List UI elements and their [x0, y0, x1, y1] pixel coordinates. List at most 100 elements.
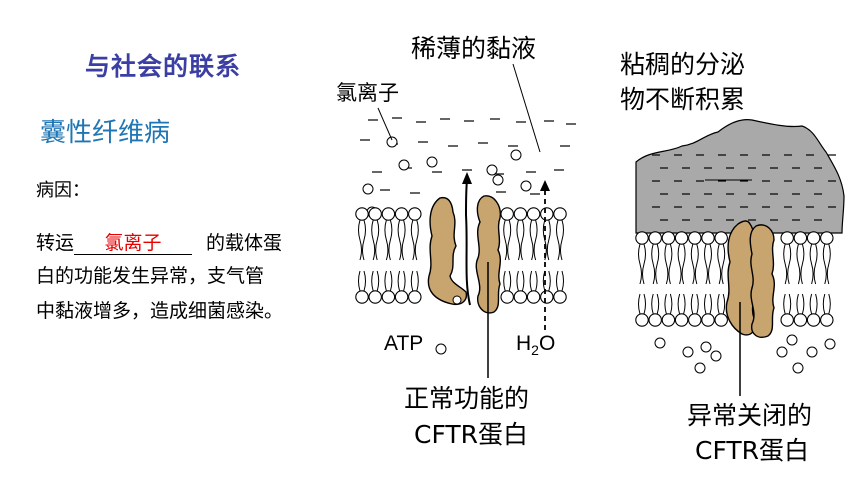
lipid-head	[381, 290, 396, 304]
chloride-ion	[435, 343, 447, 355]
membrane-right	[635, 231, 834, 327]
lipid-head	[674, 313, 689, 327]
lipid-tail	[717, 243, 726, 285]
lipid-tail	[677, 243, 686, 285]
lipid-tail	[704, 293, 712, 315]
lipid-tail	[822, 243, 831, 285]
abnormal-cftr-protein	[725, 220, 775, 338]
lipid-head	[793, 231, 808, 245]
membrane-left	[355, 207, 567, 304]
lipid-head	[661, 231, 676, 245]
lipid-tail	[516, 219, 525, 261]
lipid-tail	[651, 293, 660, 315]
cause-line-2: 白的功能发生异常，支气管	[36, 265, 265, 287]
lipid-tail	[358, 270, 366, 292]
thick-mucus-dashes	[652, 154, 836, 221]
cause-line-1: 转运氯离子的载体蛋	[36, 228, 282, 255]
chloride-ion	[700, 341, 712, 353]
lipid-head	[513, 290, 528, 304]
chloride-ion	[426, 156, 438, 168]
lipid-tail	[410, 270, 419, 292]
lipid-head	[394, 290, 409, 304]
lipid-tail	[717, 293, 726, 315]
chloride-ion	[398, 159, 410, 171]
lipid-head	[408, 207, 422, 221]
line1-prefix: 转运	[36, 232, 75, 254]
lipid-tail	[397, 270, 406, 292]
lipid-head	[714, 231, 728, 245]
chloride-ions-left	[362, 136, 532, 355]
lipid-head	[635, 313, 649, 327]
normal-cftr-protein	[427, 195, 501, 314]
chloride-ion	[710, 350, 722, 362]
lipid-head	[540, 207, 554, 221]
line1-suffix: 的载体蛋	[206, 232, 283, 254]
lipid-tail	[822, 293, 831, 315]
chloride-ion	[682, 346, 694, 358]
chloride-ion	[492, 174, 504, 186]
lipid-tail	[529, 270, 538, 292]
chloride-ion	[806, 346, 818, 358]
lipid-head	[806, 313, 821, 327]
lipid-tail	[783, 243, 792, 285]
chloride-ion	[786, 334, 798, 346]
lipid-head	[793, 313, 808, 327]
thick-mucus-blob	[635, 119, 845, 234]
lipid-tail	[796, 293, 805, 315]
lipid-head	[648, 231, 662, 245]
lipid-head	[648, 313, 662, 327]
cause-line-3: 中黏液增多，造成细菌感染。	[36, 300, 284, 322]
lipid-head	[635, 231, 649, 245]
chloride-arrow	[464, 179, 471, 306]
thin-mucus-dashes	[360, 117, 576, 195]
label-thick-secretion-1: 粘稠的分泌	[620, 50, 745, 79]
lipid-head	[526, 207, 541, 221]
label-atp: ATP	[384, 332, 423, 355]
lipid-head	[688, 313, 702, 327]
chloride-ion	[386, 136, 398, 148]
lipid-tail	[638, 243, 646, 285]
lipid-tail	[503, 219, 512, 261]
lipid-tail	[384, 270, 393, 292]
lipid-head	[701, 313, 715, 327]
lipid-head	[355, 290, 369, 304]
lipid-head	[368, 290, 382, 304]
lipid-tail	[704, 243, 712, 285]
lipid-head	[526, 290, 541, 304]
lipid-head	[661, 313, 676, 327]
label-normal-cftr-2: CFTR蛋白	[414, 420, 528, 449]
lipid-tail	[384, 219, 393, 261]
lipid-head	[780, 231, 794, 245]
label-thin-mucus: 稀薄的黏液	[411, 34, 536, 63]
lipid-head	[806, 231, 821, 245]
lipid-head	[408, 290, 422, 304]
lipid-tail	[664, 293, 673, 315]
lipid-head	[674, 231, 689, 245]
label-abnormal-cftr-1: 异常关闭的	[687, 401, 812, 430]
lipid-tail	[397, 219, 406, 261]
chloride-ion	[694, 362, 706, 374]
lipid-tail	[690, 293, 699, 315]
lipid-head	[500, 290, 514, 304]
chloride-ion	[510, 149, 522, 161]
lipid-head	[820, 231, 834, 245]
lipid-head	[394, 207, 409, 221]
lipid-tail	[529, 219, 538, 261]
answer-blank: 氯离子	[74, 232, 193, 255]
lipid-head	[714, 313, 728, 327]
lipid-tail	[690, 243, 699, 285]
lipid-head	[500, 207, 514, 221]
lipid-head	[780, 313, 794, 327]
label-normal-cftr-1: 正常功能的	[404, 384, 529, 413]
lipid-tail	[638, 293, 646, 315]
label-chloride-ion: 氯离子	[336, 81, 399, 105]
lipid-head	[355, 207, 369, 221]
lipid-tail	[410, 219, 419, 261]
lipid-head	[368, 207, 382, 221]
lipid-tail	[809, 293, 818, 315]
label-h2o: H2O	[516, 332, 555, 358]
lipid-head	[688, 231, 702, 245]
lipid-tail	[796, 243, 805, 285]
lipid-head	[701, 231, 715, 245]
